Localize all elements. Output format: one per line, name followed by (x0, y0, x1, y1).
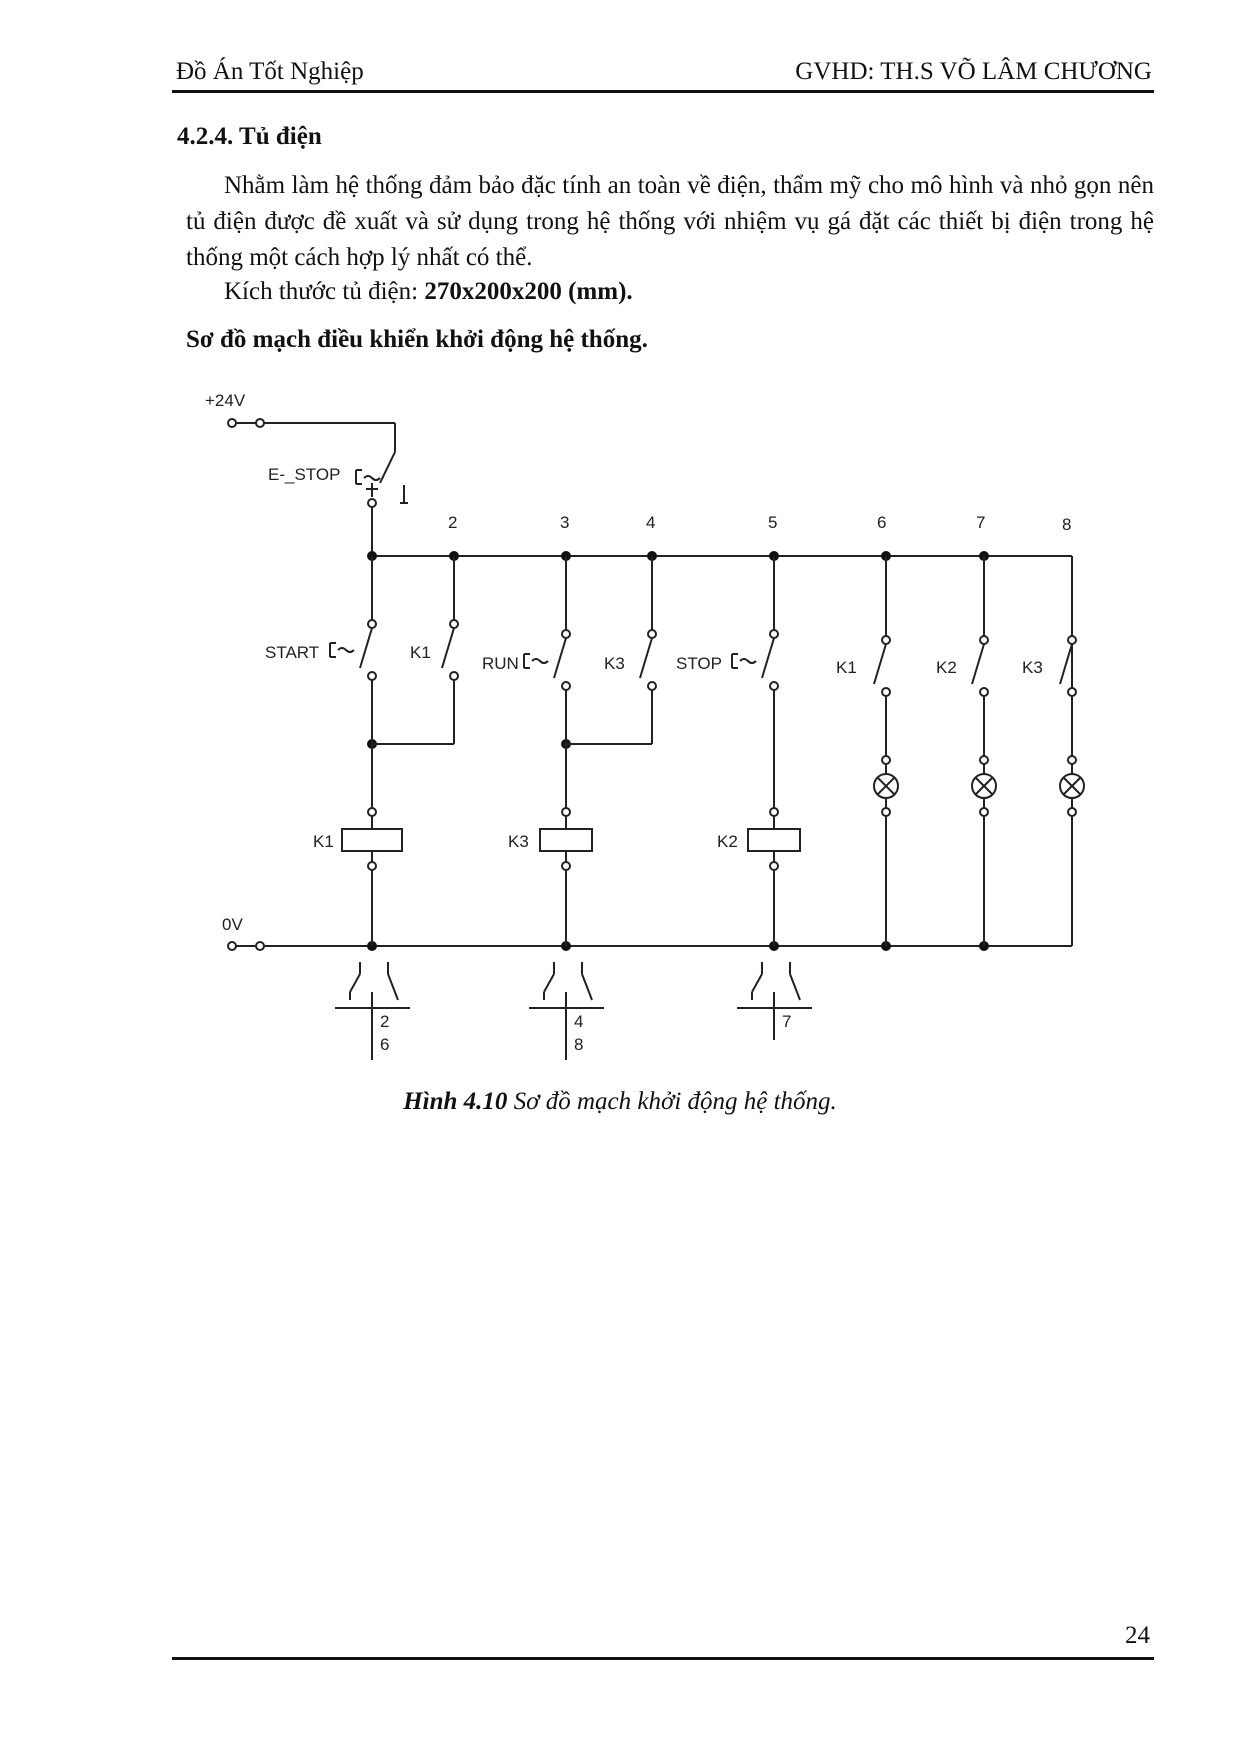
line-number-5: 5 (768, 513, 777, 532)
paragraph-text: Nhằm làm hệ thống đảm bảo đặc tính an to… (186, 172, 1154, 271)
ref-k2-1: 7 (782, 1012, 791, 1031)
stop-label: STOP (676, 654, 722, 673)
ref-k3-1: 4 (574, 1012, 583, 1031)
dimension-value: 270x200x200 (mm). (424, 278, 633, 305)
line-number-6: 6 (877, 513, 886, 532)
coil-k1 (341, 828, 403, 852)
coil-k3 (539, 828, 593, 852)
lamp-k1-label: K1 (836, 658, 857, 677)
lamp-k2-label: K2 (936, 658, 957, 677)
header-left: Đồ Án Tốt Nghiệp (176, 58, 364, 85)
footer-rule (172, 1657, 1154, 1660)
line-number-4: 4 (646, 513, 655, 532)
rung-lamp-k2: K2 (936, 556, 997, 946)
caption-text: Sơ đồ mạch khởi động hệ thống. (507, 1088, 837, 1115)
coil-k1-label: K1 (313, 832, 334, 851)
dimension-label: Kích thước tủ điện: (224, 278, 425, 305)
line-number-7: 7 (976, 513, 985, 532)
start-label: START (265, 643, 319, 662)
contact-ref-k2: 7 (737, 962, 812, 1040)
rung-lamp-k1: K1 (836, 556, 899, 946)
coil-k2-label: K2 (717, 832, 738, 851)
ref-k1-2: 6 (380, 1035, 389, 1054)
bus-junctions (367, 551, 989, 951)
coil-k2 (747, 828, 801, 852)
coil-k3-label: K3 (508, 832, 529, 851)
cabinet-dimensions: Kích thước tủ điện: 270x200x200 (mm). (224, 278, 633, 306)
estop-label: E-_STOP (268, 465, 340, 484)
run-label: RUN (482, 654, 519, 673)
page-number: 24 (1125, 1622, 1150, 1649)
rung-run: RUN K3 K3 (482, 556, 657, 946)
lamp-k3-label: K3 (1022, 658, 1043, 677)
rung-lamp-k3: K3 (1022, 635, 1085, 817)
supply-terminal-2 (255, 418, 265, 428)
ref-k3-2: 8 (574, 1035, 583, 1054)
diagram-heading: Sơ đồ mạch điều khiển khởi động hệ thống… (186, 326, 648, 353)
rung-start: START K1 K1 (265, 556, 459, 946)
header-rule (172, 90, 1154, 93)
estop-switch: E-_STOP (268, 451, 408, 556)
contact-ref-k1: 2 6 (335, 962, 410, 1060)
figure-caption: Hình 4.10 Sơ đồ mạch khởi động hệ thống. (0, 1088, 1240, 1116)
header-right: GVHD: TH.S VÕ LÂM CHƯƠNG (795, 58, 1152, 85)
ground-label: 0V (222, 915, 243, 934)
ref-k1-1: 2 (380, 1012, 389, 1031)
k1-hold-label: K1 (410, 643, 431, 662)
line-number-2: 2 (448, 513, 457, 532)
supply-terminal (227, 418, 237, 428)
k3-hold-label: K3 (604, 654, 625, 673)
rung-stop: STOP K2 (676, 556, 801, 946)
supply-label: +24V (205, 391, 246, 410)
section-title: 4.2.4. Tủ điện (177, 123, 322, 150)
section-paragraph: Nhằm làm hệ thống đảm bảo đặc tính an to… (186, 168, 1154, 276)
line-number-8: 8 (1062, 515, 1071, 534)
caption-label: Hình 4.10 (403, 1088, 508, 1115)
contact-ref-k3: 4 8 (529, 962, 604, 1060)
line-number-3: 3 (560, 513, 569, 532)
